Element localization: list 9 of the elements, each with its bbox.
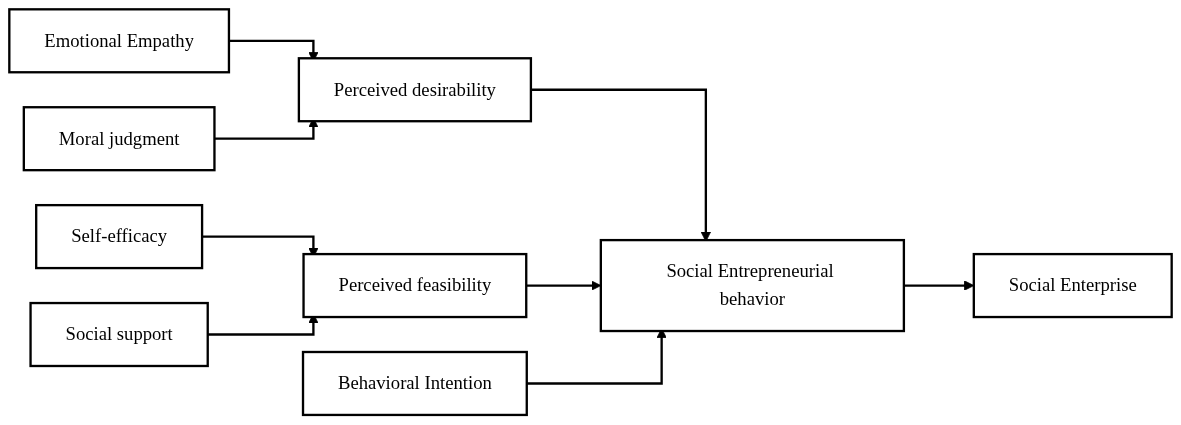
node-box: Emotional Empathy <box>8 8 231 74</box>
node-box: Perceived feasibility <box>302 253 528 319</box>
node-box: Moral judgment <box>22 106 216 172</box>
node-box: Social support <box>29 302 209 368</box>
node-box: Self-efficacy <box>35 204 204 270</box>
node-box: Social Enterprise <box>972 253 1173 319</box>
node-box: Perceived desirability <box>297 57 533 123</box>
node-box: Behavioral Intention <box>301 351 528 417</box>
node-box: Social Entrepreneurial behavior <box>599 239 906 333</box>
